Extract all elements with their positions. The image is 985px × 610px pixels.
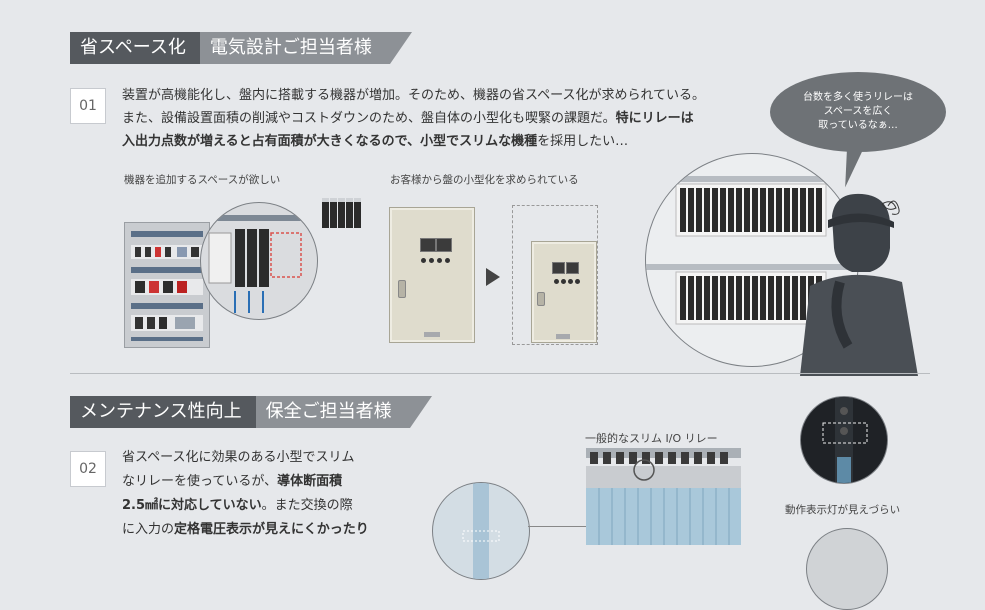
small-cabinet-image xyxy=(531,241,597,343)
section2-description: 省スペース化に効果のある小型でスリム なリレーを使っているが、導体断面積 2.5… xyxy=(122,450,369,537)
relay-side-circle xyxy=(432,482,530,580)
panel-zoom-circle xyxy=(200,202,318,320)
section1-title: 省スペース化 xyxy=(70,32,200,64)
section2-title: メンテナンス性向上 xyxy=(70,396,256,428)
thought-bubble: 台数を多く使うリレーは スペースを広く 取っているなぁ… xyxy=(770,72,946,152)
caption-add-space: 機器を追加するスペースが欲しい xyxy=(124,174,281,186)
panel-components-icon xyxy=(131,231,203,341)
section2-header: メンテナンス性向上 保全ご担当者様 xyxy=(70,396,432,428)
caption-slim-relay: 一般的なスリム I/O リレー xyxy=(585,432,718,445)
section1-number: 01 xyxy=(70,88,106,124)
section2-number: 02 xyxy=(70,451,106,487)
section2-subtitle: 保全ご担当者様 xyxy=(255,396,410,428)
caption-downsize: お客様から盤の小型化を求められている xyxy=(390,174,579,186)
terminal-zoom-icon xyxy=(201,215,317,313)
worker-figure-icon xyxy=(800,193,918,376)
relay-rows-circle xyxy=(645,153,859,367)
arrow-right-icon xyxy=(486,268,500,286)
led-zoom-circle-2 xyxy=(806,528,888,610)
bubble-tail xyxy=(837,146,863,190)
section1-subtitle: 電気設計ご担当者様 xyxy=(199,32,390,64)
large-cabinet-image xyxy=(389,207,475,343)
original-size-outline xyxy=(512,205,598,345)
section1-description: 装置が高機能化し、盤内に搭載する機器が増加。そのため、機器の省スペース化が求めら… xyxy=(122,88,706,149)
slim-relay-image xyxy=(586,448,741,545)
caption-led-hard-to-see: 動作表示灯が見えづらい xyxy=(785,504,901,516)
section1-header: 省スペース化 電気設計ご担当者様 xyxy=(70,32,412,64)
relay-thumbnail xyxy=(322,198,362,228)
relay-rows-icon xyxy=(646,176,858,325)
section-divider xyxy=(70,373,930,374)
led-zoom-circle xyxy=(800,396,888,484)
crowded-panel-image xyxy=(124,222,210,348)
